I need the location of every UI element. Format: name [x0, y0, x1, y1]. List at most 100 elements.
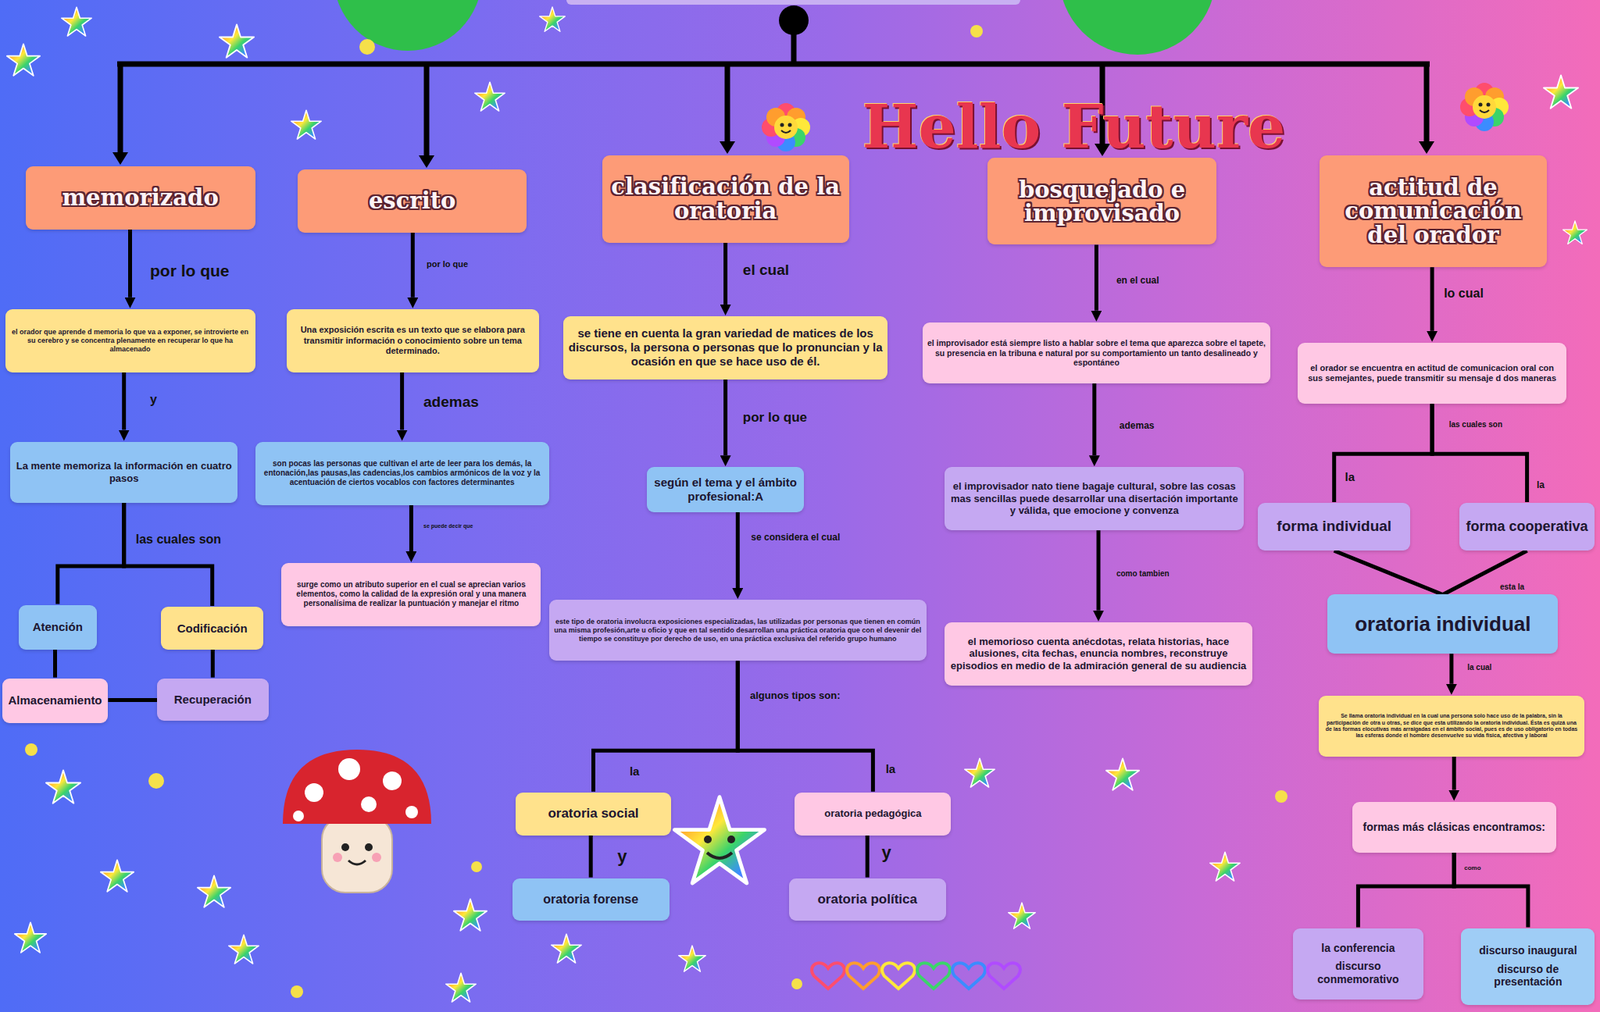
- concept-box: Recuperación: [157, 678, 268, 722]
- box-text: el orador se encuentra en actitud de com…: [1302, 363, 1562, 384]
- edge-label: las cuales son: [1449, 420, 1503, 429]
- concept-box: según el tema y el ámbito profesional:A: [646, 467, 804, 512]
- edge-label: y: [617, 847, 627, 867]
- concept-box: forma individual: [1257, 503, 1411, 551]
- connector: [593, 660, 739, 792]
- box-text: oratoria social: [520, 806, 668, 822]
- box-text: se tiene en cuenta la gran variedad de m…: [567, 326, 883, 369]
- concept-box: La mente memoriza la información en cuat…: [10, 442, 238, 504]
- edge-label: en el cual: [1116, 275, 1160, 286]
- concept-box: forma cooperativa: [1459, 503, 1596, 551]
- branch-label: la: [629, 765, 640, 779]
- connector: [1449, 653, 1454, 685]
- green-blob: [333, 0, 483, 51]
- box-text: memorizado: [30, 185, 251, 210]
- concept-box: Almacenamiento: [2, 678, 109, 724]
- connector: [1442, 550, 1528, 595]
- connector: [1092, 383, 1097, 456]
- yellow-dots: [25, 25, 1288, 999]
- concept-box: oratoria política: [789, 878, 947, 922]
- topic-header: escrito: [297, 169, 527, 233]
- flower-smiley: [1460, 82, 1509, 132]
- box-text: discurso de presentación: [1465, 963, 1590, 990]
- star-field: [7, 7, 1587, 1003]
- connector: [1334, 550, 1443, 595]
- topic-header: memorizado: [25, 166, 256, 230]
- connector: [121, 372, 126, 431]
- box-text: La mente memoriza la información en cuat…: [14, 460, 233, 485]
- connector: [57, 503, 125, 605]
- connector: [1432, 403, 1528, 503]
- connector: [128, 229, 133, 298]
- connector: [723, 242, 728, 305]
- box-text: Recuperación: [161, 692, 264, 708]
- concept-box: Atención: [18, 605, 98, 650]
- mushroom-illustration: [282, 750, 432, 893]
- box-text: el improvisador nato tiene bagaje cultur…: [949, 480, 1240, 518]
- connector: [1357, 853, 1454, 929]
- box-text: forma cooperativa: [1464, 518, 1591, 536]
- concept-box: el improvisador está siempre listo a hab…: [922, 322, 1271, 384]
- connector: [589, 835, 593, 879]
- edge-label: y: [150, 392, 158, 408]
- decorative-title: Hello Future: [862, 94, 1286, 161]
- connector: [1452, 757, 1457, 791]
- branch-label: la: [1344, 471, 1355, 485]
- box-text: clasificación de la oratoria: [607, 175, 845, 223]
- connector: [53, 650, 58, 679]
- box-text: surge como un atributo superior en el cu…: [285, 580, 536, 609]
- connector: [400, 372, 404, 431]
- flower-smiley: [761, 103, 811, 152]
- connector: [210, 650, 215, 679]
- box-text: el orador que aprende d memoria lo que v…: [10, 328, 251, 354]
- box-text: discurso conmemorativo: [1297, 960, 1419, 987]
- edge-label: se puede decir que: [423, 523, 473, 530]
- connector: [124, 503, 213, 607]
- connector: [1094, 245, 1099, 311]
- box-text: forma individual: [1262, 517, 1406, 536]
- edge-label: algunos tipos son:: [750, 690, 841, 702]
- box-text: actitud de comunicación del orador: [1324, 175, 1543, 247]
- concept-box: Se llama oratoria individual en la cual …: [1318, 696, 1586, 758]
- concept-box: este tipo de oratoria involucra exposici…: [549, 600, 927, 661]
- green-blob: [1059, 0, 1216, 55]
- connector: [723, 379, 728, 456]
- concept-box: surge como un atributo superior en el cu…: [281, 563, 541, 627]
- connector: [1334, 403, 1433, 503]
- box-text: escrito: [302, 189, 522, 213]
- concept-box: el orador que aprende d memoria lo que v…: [5, 309, 256, 373]
- edge-label: la cual: [1467, 663, 1492, 672]
- concept-box: formas más clásicas encontramos:: [1352, 802, 1557, 854]
- connector: [409, 505, 414, 553]
- connector: [107, 698, 158, 703]
- box-text: Codificación: [165, 621, 259, 636]
- edge-label: lo cual: [1443, 286, 1484, 301]
- box-text: Se llama oratoria individual en la cual …: [1323, 713, 1581, 740]
- concept-box: se tiene en cuenta la gran variedad de m…: [563, 316, 888, 380]
- edge-label: ademas: [1119, 421, 1155, 432]
- concept-box: el memorioso cuenta anécdotas, relata hi…: [944, 622, 1252, 686]
- box-text: formas más clásicas encontramos:: [1357, 821, 1552, 835]
- top-box-edge: [566, 0, 1021, 5]
- connector: [410, 232, 415, 298]
- edge-label: y: [881, 843, 891, 863]
- branch-label: la: [885, 763, 897, 777]
- topic-header: clasificación de la oratoria: [602, 155, 850, 243]
- box-text: el memorioso cuenta anécdotas, relata hi…: [949, 635, 1247, 673]
- concept-box: el improvisador nato tiene bagaje cultur…: [944, 467, 1244, 531]
- top-branch-heads: [112, 5, 1435, 168]
- box-text: Almacenamiento: [7, 693, 104, 708]
- box-text: Una exposición escrita es un texto que s…: [291, 325, 535, 357]
- edge-label: las cuales son: [135, 532, 222, 547]
- connector: [1430, 267, 1435, 332]
- box-text: oratoria individual: [1332, 612, 1554, 637]
- box-text: oratoria pedagógica: [799, 807, 947, 821]
- concept-box: oratoria social: [515, 792, 672, 836]
- smiley-star: [674, 797, 765, 884]
- edge-label: ademas: [423, 394, 479, 411]
- box-text: son pocas las personas que cultivan el a…: [260, 459, 545, 488]
- edge-label: el cual: [742, 262, 790, 279]
- box-text: oratoria forense: [517, 892, 665, 908]
- edge-label: por lo que: [426, 259, 468, 269]
